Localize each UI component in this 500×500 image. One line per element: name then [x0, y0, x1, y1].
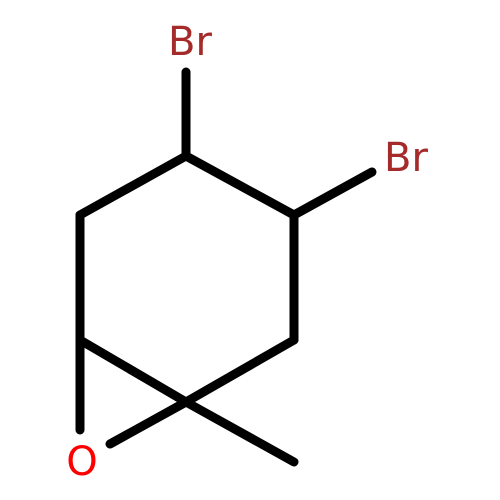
bond-c4-methyl — [181, 397, 299, 467]
atom-label-br-right: Br — [384, 135, 428, 181]
bond-c1-c2 — [181, 151, 299, 220]
bond-c4-c5 — [75, 335, 191, 407]
bond-c2-br-right — [289, 167, 377, 220]
bond-c4-oxygen — [105, 397, 191, 449]
bond-c3-c4 — [181, 335, 299, 407]
bond-c6-c1 — [75, 151, 191, 220]
atom-label-oxygen: O — [66, 439, 97, 485]
atom-label-br-top: Br — [168, 19, 212, 65]
